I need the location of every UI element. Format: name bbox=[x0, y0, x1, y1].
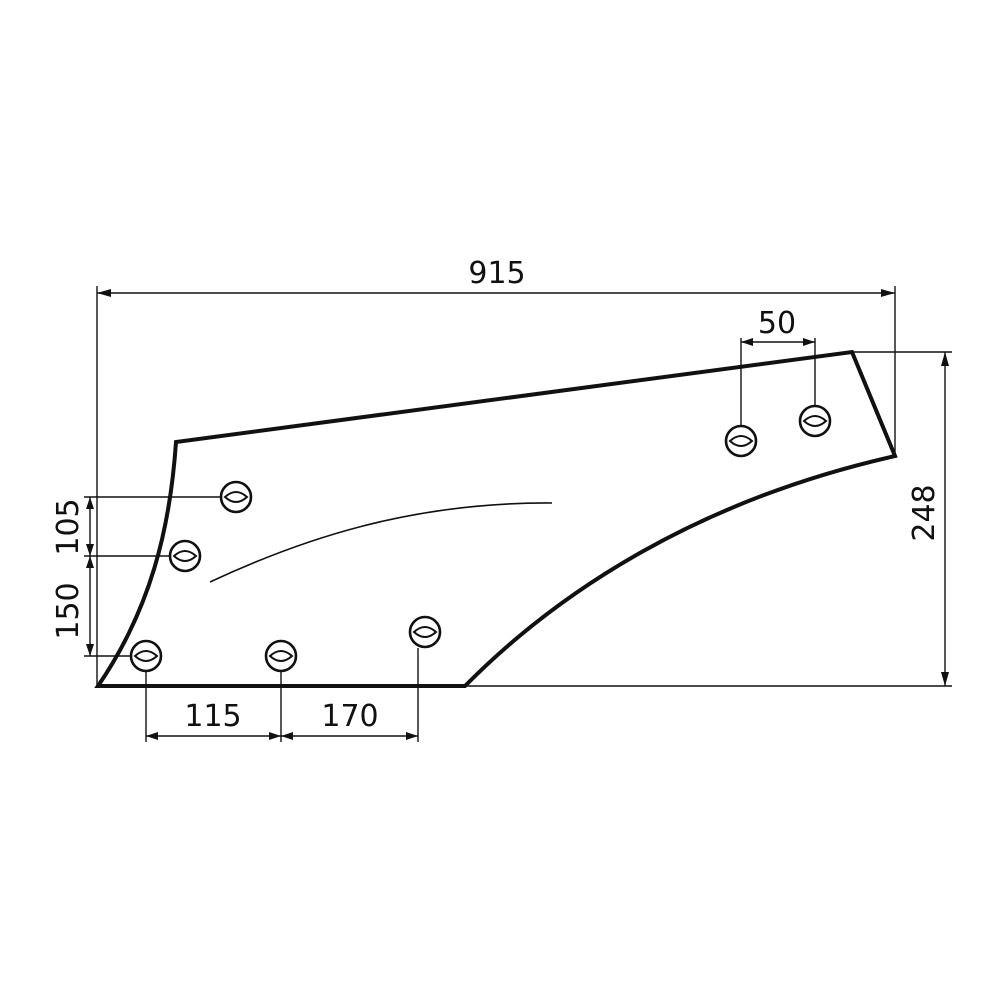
dimension-lines bbox=[86, 289, 949, 740]
part-outline bbox=[94, 349, 898, 688]
extension-lines bbox=[84, 286, 952, 742]
dim-label-bottom-spacing-left: 115 bbox=[184, 699, 241, 734]
mounting-hole bbox=[129, 639, 163, 673]
dim-label-bottom-spacing-right: 170 bbox=[321, 699, 378, 734]
mounting-hole bbox=[408, 615, 442, 649]
mounting-hole bbox=[724, 424, 758, 458]
mounting-hole bbox=[219, 480, 253, 514]
dim-label-overall-length: 915 bbox=[468, 256, 525, 291]
mounting-holes bbox=[129, 404, 832, 673]
surface-curve-line bbox=[209, 502, 553, 583]
dim-label-left-spacing-lower: 150 bbox=[51, 582, 86, 639]
mounting-hole bbox=[798, 404, 832, 438]
mounting-hole bbox=[264, 639, 298, 673]
dim-label-top-hole-spacing: 50 bbox=[758, 306, 796, 341]
dim-label-overall-height: 248 bbox=[907, 484, 942, 541]
dimension-labels: 915 50 248 105 150 115 170 bbox=[51, 256, 942, 734]
dim-label-left-spacing-upper: 105 bbox=[51, 498, 86, 555]
mounting-hole bbox=[168, 539, 202, 573]
